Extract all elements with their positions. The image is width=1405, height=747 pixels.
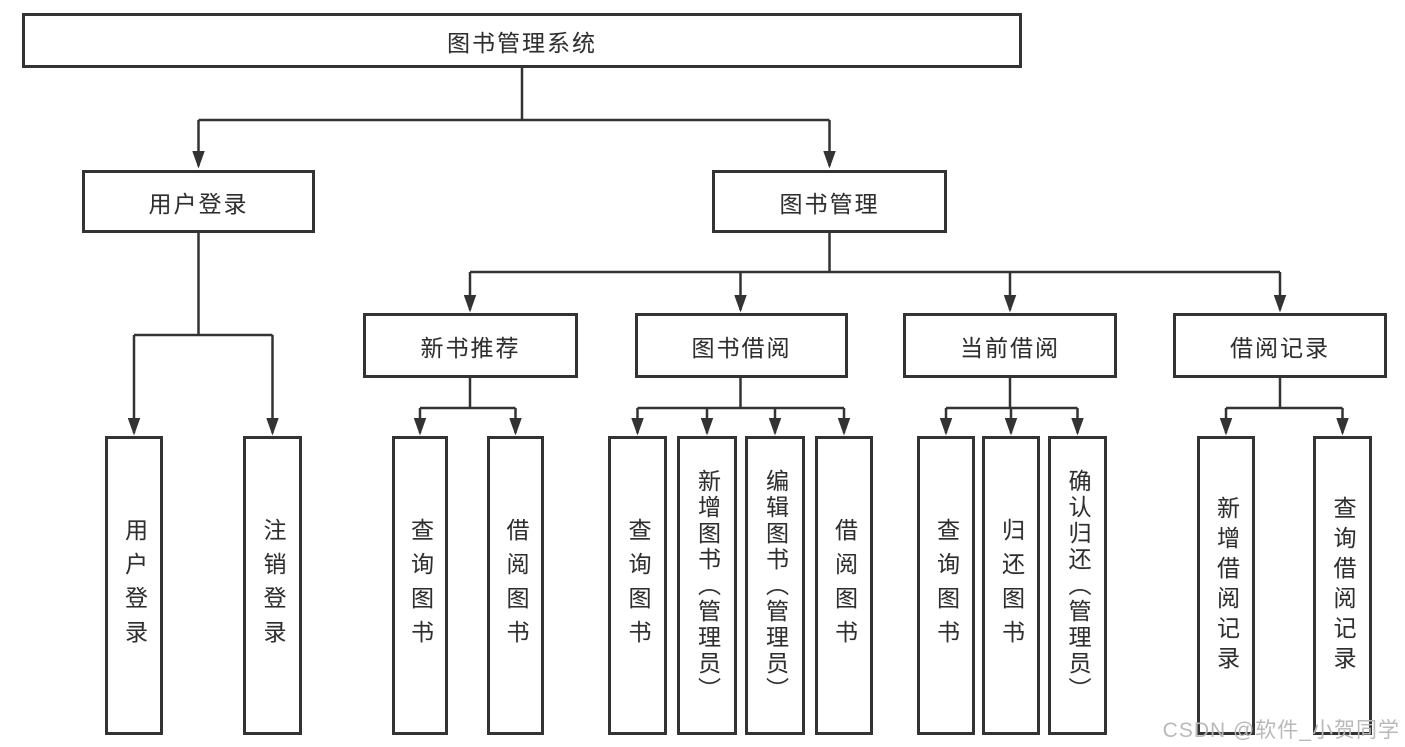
node-user-login-label: 用户登录 bbox=[148, 190, 249, 217]
node-book-borrow-label: 图书借阅 bbox=[691, 334, 792, 361]
node-book-management-label: 图书管理 bbox=[779, 190, 880, 217]
leaf-return-book-label: 归还图书 bbox=[998, 517, 1025, 654]
node-new-book-recommend-label: 新书推荐 bbox=[420, 334, 521, 361]
leaf-add-book-admin-label: 新增图书（管理员） bbox=[694, 468, 721, 703]
node-book-management: 图书管理 bbox=[712, 170, 947, 233]
leaf-user-login: 用户登录 bbox=[105, 436, 163, 735]
leaf-borrow-book-newrec: 借阅图书 bbox=[487, 436, 544, 735]
leaf-return-book: 归还图书 bbox=[982, 436, 1040, 735]
leaf-query-book-newrec-label: 查询图书 bbox=[407, 517, 434, 654]
leaf-user-login-label: 用户登录 bbox=[121, 517, 148, 654]
watermark: CSDN @软件_小贺同学 bbox=[1162, 719, 1400, 742]
node-new-book-recommend: 新书推荐 bbox=[363, 313, 578, 378]
connector-book-management-split bbox=[470, 233, 1280, 274]
node-user-login: 用户登录 bbox=[82, 170, 315, 233]
node-borrow-records: 借阅记录 bbox=[1173, 313, 1387, 378]
leaf-edit-book-admin: 编辑图书（管理员） bbox=[745, 436, 805, 735]
leaf-logout-label: 注销登录 bbox=[260, 517, 286, 654]
leaf-query-book-newrec: 查询图书 bbox=[392, 436, 448, 735]
leaf-logout: 注销登录 bbox=[243, 436, 302, 735]
leaf-query-book-current-label: 查询图书 bbox=[933, 517, 960, 654]
connector-new-book-split bbox=[420, 378, 516, 410]
node-borrow-records-label: 借阅记录 bbox=[1230, 334, 1330, 361]
connector-root-split bbox=[198, 68, 830, 122]
node-book-borrow: 图书借阅 bbox=[635, 313, 848, 378]
leaf-borrow-book-borrow: 借阅图书 bbox=[815, 436, 873, 735]
leaf-query-borrow-record: 查询借阅记录 bbox=[1313, 436, 1372, 735]
node-root-label: 图书管理系统 bbox=[447, 29, 597, 56]
leaf-confirm-return-admin: 确认归还（管理员） bbox=[1048, 436, 1107, 735]
node-current-borrow-label: 当前借阅 bbox=[960, 334, 1060, 361]
leaf-borrow-book-newrec-label: 借阅图书 bbox=[503, 517, 529, 654]
connector-borrow-records-split bbox=[1226, 378, 1343, 410]
leaf-query-book-borrow-label: 查询图书 bbox=[625, 517, 651, 654]
leaf-edit-book-admin-label: 编辑图书（管理员） bbox=[762, 468, 789, 703]
leaf-add-book-admin: 新增图书（管理员） bbox=[677, 436, 737, 735]
connector-book-borrow-split bbox=[637, 378, 844, 410]
connector-current-borrow-split bbox=[946, 378, 1078, 410]
leaf-borrow-book-borrow-label: 借阅图书 bbox=[831, 517, 858, 654]
leaf-add-borrow-record-label: 新增借阅记录 bbox=[1213, 495, 1240, 676]
node-root: 图书管理系统 bbox=[22, 13, 1022, 68]
leaf-query-book-current: 查询图书 bbox=[917, 436, 975, 735]
leaf-add-borrow-record: 新增借阅记录 bbox=[1197, 436, 1255, 735]
node-current-borrow: 当前借阅 bbox=[903, 313, 1117, 378]
leaf-query-book-borrow: 查询图书 bbox=[608, 436, 667, 735]
leaf-query-borrow-record-label: 查询借阅记录 bbox=[1330, 495, 1356, 676]
leaf-confirm-return-admin-label: 确认归还（管理员） bbox=[1065, 468, 1091, 703]
connector-user-login-split bbox=[134, 233, 273, 337]
